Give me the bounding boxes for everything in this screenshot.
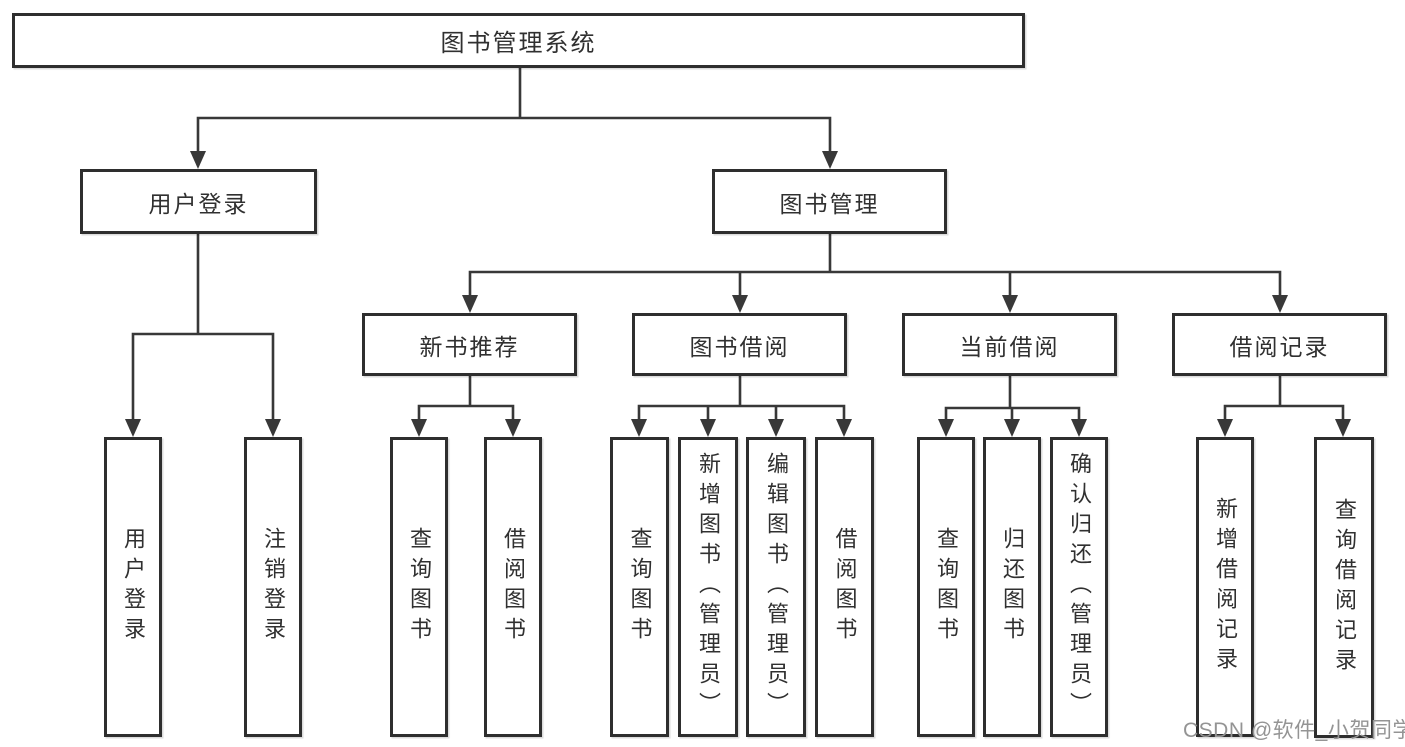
arrowhead-icon bbox=[1335, 419, 1351, 437]
node-label-query-borrow-record: 查询借阅记录 bbox=[1332, 497, 1357, 678]
arrowhead-icon bbox=[1217, 419, 1233, 437]
node-label-edit-books-admin: 编辑图书（管理员） bbox=[764, 452, 789, 722]
arrowhead-icon bbox=[700, 419, 716, 437]
node-label-borrow-records: 借阅记录 bbox=[1229, 333, 1330, 360]
node-label-root: 图书管理系统 bbox=[440, 30, 597, 57]
node-label-borrow-books-borrow: 借阅图书 bbox=[832, 527, 858, 647]
arrowhead-icon bbox=[265, 419, 281, 437]
node-user-login-group: 用户登录 bbox=[80, 169, 317, 234]
arrowhead-icon bbox=[938, 419, 954, 437]
watermark: CSDN @软件_小贺同学 bbox=[1183, 719, 1405, 742]
node-book-mgmt: 图书管理 bbox=[712, 169, 947, 234]
node-label-return-books: 归还图书 bbox=[1000, 527, 1025, 647]
arrowhead-icon bbox=[732, 295, 748, 313]
connector-path bbox=[196, 68, 832, 153]
node-current-borrow: 当前借阅 bbox=[902, 313, 1117, 376]
arrowhead-icon bbox=[505, 419, 521, 437]
node-label-new-book-rec: 新书推荐 bbox=[419, 333, 520, 360]
node-label-confirm-return-admin: 确认归还（管理员） bbox=[1067, 452, 1092, 722]
arrowhead-icon bbox=[631, 419, 647, 437]
arrowhead-icon bbox=[1004, 419, 1020, 437]
node-borrow-books-borrow: 借阅图书 bbox=[815, 437, 874, 737]
node-label-query-books-current: 查询图书 bbox=[934, 527, 959, 647]
arrowhead-icon bbox=[462, 295, 478, 313]
arrowhead-icon bbox=[190, 151, 206, 169]
node-borrow-books-rec: 借阅图书 bbox=[484, 437, 542, 737]
arrowhead-icon bbox=[822, 151, 838, 169]
node-user-login: 用户登录 bbox=[104, 437, 162, 737]
connector-path bbox=[637, 376, 846, 421]
node-add-borrow-record: 新增借阅记录 bbox=[1196, 437, 1254, 737]
node-add-books-admin: 新增图书（管理员） bbox=[678, 437, 738, 737]
node-query-books-current: 查询图书 bbox=[917, 437, 975, 737]
node-label-user-login: 用户登录 bbox=[121, 527, 146, 647]
node-borrow-records: 借阅记录 bbox=[1172, 313, 1387, 376]
connector-path bbox=[468, 234, 1282, 297]
node-return-books: 归还图书 bbox=[983, 437, 1041, 737]
node-query-books-rec: 查询图书 bbox=[390, 437, 448, 737]
node-query-borrow-record: 查询借阅记录 bbox=[1314, 437, 1374, 738]
arrowhead-icon bbox=[1071, 419, 1087, 437]
arrowhead-icon bbox=[411, 419, 427, 437]
node-logout: 注销登录 bbox=[244, 437, 302, 737]
arrowhead-icon bbox=[836, 419, 852, 437]
node-label-query-books-rec: 查询图书 bbox=[407, 527, 432, 647]
connector-path bbox=[944, 376, 1081, 421]
node-book-borrow: 图书借阅 bbox=[632, 313, 847, 376]
arrowhead-icon bbox=[1272, 295, 1288, 313]
node-label-query-books-borrow: 查询图书 bbox=[627, 527, 653, 647]
connector-path bbox=[1223, 376, 1345, 421]
node-label-add-books-admin: 新增图书（管理员） bbox=[696, 452, 721, 722]
arrowhead-icon bbox=[1002, 295, 1018, 313]
node-query-books-borrow: 查询图书 bbox=[610, 437, 669, 737]
node-label-current-borrow: 当前借阅 bbox=[959, 333, 1060, 360]
node-label-borrow-books-rec: 借阅图书 bbox=[501, 527, 526, 647]
node-root: 图书管理系统 bbox=[12, 13, 1025, 68]
node-label-book-borrow: 图书借阅 bbox=[689, 333, 790, 360]
node-label-add-borrow-record: 新增借阅记录 bbox=[1213, 497, 1238, 677]
node-label-logout: 注销登录 bbox=[261, 527, 286, 647]
node-label-user-login-group: 用户登录 bbox=[148, 190, 249, 217]
node-confirm-return-admin: 确认归还（管理员） bbox=[1050, 437, 1108, 737]
node-edit-books-admin: 编辑图书（管理员） bbox=[746, 437, 806, 737]
arrowhead-icon bbox=[125, 419, 141, 437]
connector-path bbox=[131, 234, 275, 421]
connector-path bbox=[417, 376, 515, 421]
node-new-book-rec: 新书推荐 bbox=[362, 313, 577, 376]
arrowhead-icon bbox=[768, 419, 784, 437]
node-label-book-mgmt: 图书管理 bbox=[779, 190, 880, 217]
